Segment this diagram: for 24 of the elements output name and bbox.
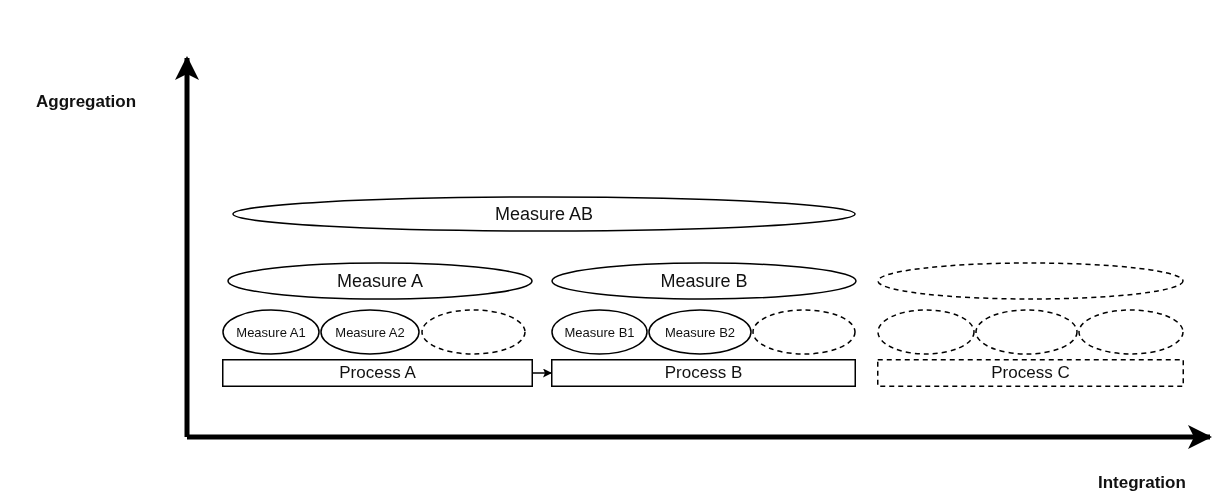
node-label: Measure B1 — [564, 324, 635, 340]
process-box — [877, 359, 1184, 387]
node-label: Process B — [664, 363, 743, 383]
axis-label: Aggregation — [36, 92, 137, 112]
measure-ellipse — [551, 262, 857, 300]
node-label: Process A — [339, 363, 416, 383]
process-box — [551, 359, 856, 387]
node-label: Measure A2 — [335, 324, 405, 340]
process-box — [222, 359, 533, 387]
node-label: Measure AB — [494, 203, 594, 225]
arrow — [532, 368, 552, 378]
measure-ellipse — [320, 309, 420, 355]
measure-ellipse — [648, 309, 752, 355]
measure-ellipse — [227, 262, 533, 300]
axis-label: Integration — [1098, 473, 1186, 493]
measure-ellipse — [232, 196, 856, 232]
node-label: Measure A — [336, 270, 423, 292]
node-label: Measure B2 — [664, 324, 736, 340]
empty-ellipse — [877, 262, 1184, 300]
measure-ellipse — [551, 309, 648, 355]
node-label: Measure A1 — [236, 324, 306, 340]
measure-ellipse — [222, 309, 320, 355]
node-label: Measure B — [660, 270, 748, 292]
node-label: Process C — [991, 363, 1070, 383]
